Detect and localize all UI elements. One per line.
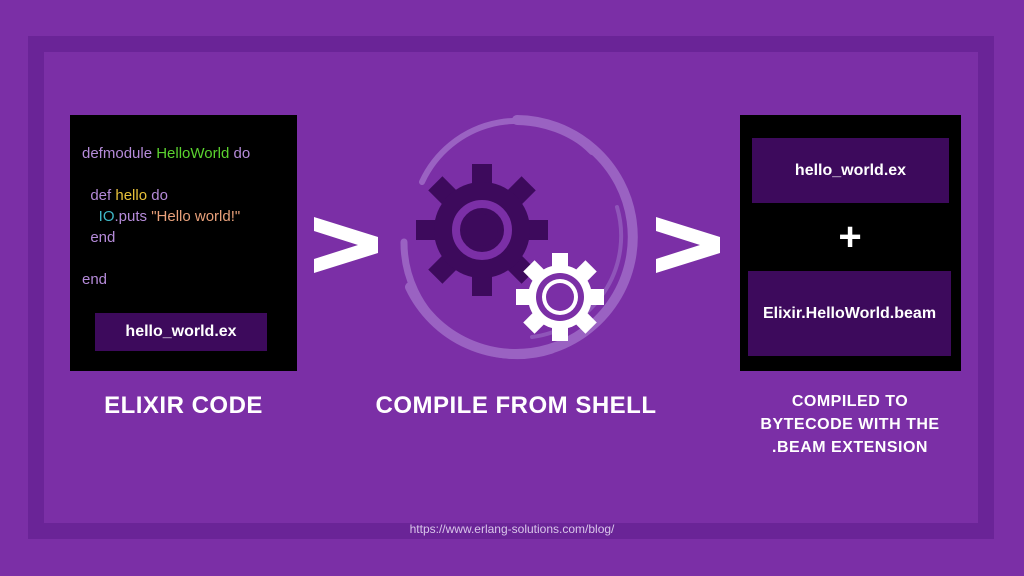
code-string: "Hello world!" (151, 208, 241, 225)
plus-icon: + (838, 215, 862, 259)
code-call: .puts (114, 208, 152, 225)
code-keyword: def (82, 187, 116, 204)
code-keyword: do (229, 145, 251, 162)
compiled-label-line: BYTECODE WITH THE (760, 416, 940, 433)
elixir-code-label: ELIXIR CODE (104, 392, 263, 419)
code-keyword: end (82, 229, 116, 246)
chevron-right-icon (314, 217, 378, 273)
output-file-beam: Elixir.HelloWorld.beam (748, 271, 951, 356)
chevron-right-icon (656, 217, 720, 273)
code-function-name: hello (115, 187, 148, 204)
source-file-box: hello_world.ex (95, 313, 267, 351)
compile-gears (400, 115, 638, 360)
gear-icon (416, 164, 548, 296)
code-io-module: IO (82, 208, 115, 225)
code-keyword: end (82, 271, 108, 288)
compile-label: COMPILE FROM SHELL (375, 392, 657, 419)
code-module-name: HelloWorld (156, 145, 230, 162)
code-keyword: do (147, 187, 168, 204)
code-keyword: defmodule (82, 145, 157, 162)
gear-icon (516, 253, 604, 341)
compiled-label-line: .BEAM EXTENSION (772, 439, 928, 456)
output-file-ex: hello_world.ex (752, 138, 949, 203)
code-block: defmodule HelloWorld do def hello do IO.… (82, 143, 250, 290)
compiled-label: COMPILED TO BYTECODE WITH THE .BEAM EXTE… (740, 390, 960, 459)
compiled-label-line: COMPILED TO (791, 393, 909, 410)
swirl-ring-icon (400, 115, 638, 360)
source-url[interactable]: https://www.erlang-solutions.com/blog/ (409, 522, 615, 536)
